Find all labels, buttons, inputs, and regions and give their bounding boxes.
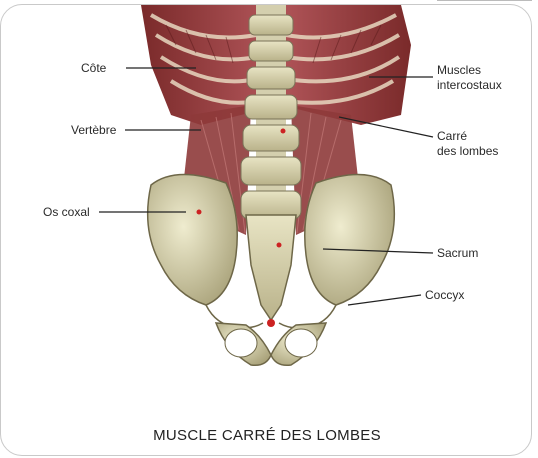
label-carre-des-lombes: Carré des lombes bbox=[437, 129, 498, 159]
diagram-caption: MUSCLE CARRÉ DES LOMBES bbox=[1, 427, 532, 444]
label-muscles-intercostaux-line1: Muscles bbox=[437, 63, 502, 78]
label-carre-line1: Carré bbox=[437, 129, 498, 144]
label-os-coxal: Os coxal bbox=[43, 205, 90, 220]
label-vertebre: Vertèbre bbox=[71, 123, 116, 138]
label-coccyx: Coccyx bbox=[425, 288, 464, 303]
label-muscles-intercostaux-line2: intercostaux bbox=[437, 78, 502, 93]
label-carre-line2: des lombes bbox=[437, 144, 498, 159]
label-muscles-intercostaux: Muscles intercostaux bbox=[437, 63, 502, 93]
leader-line-coccyx bbox=[348, 295, 421, 305]
top-right-edge-line bbox=[437, 0, 532, 1]
label-cote: Côte bbox=[81, 61, 106, 76]
diagram-card: Côte Vertèbre Os coxal Muscles intercost… bbox=[0, 4, 532, 456]
label-sacrum: Sacrum bbox=[437, 246, 478, 261]
